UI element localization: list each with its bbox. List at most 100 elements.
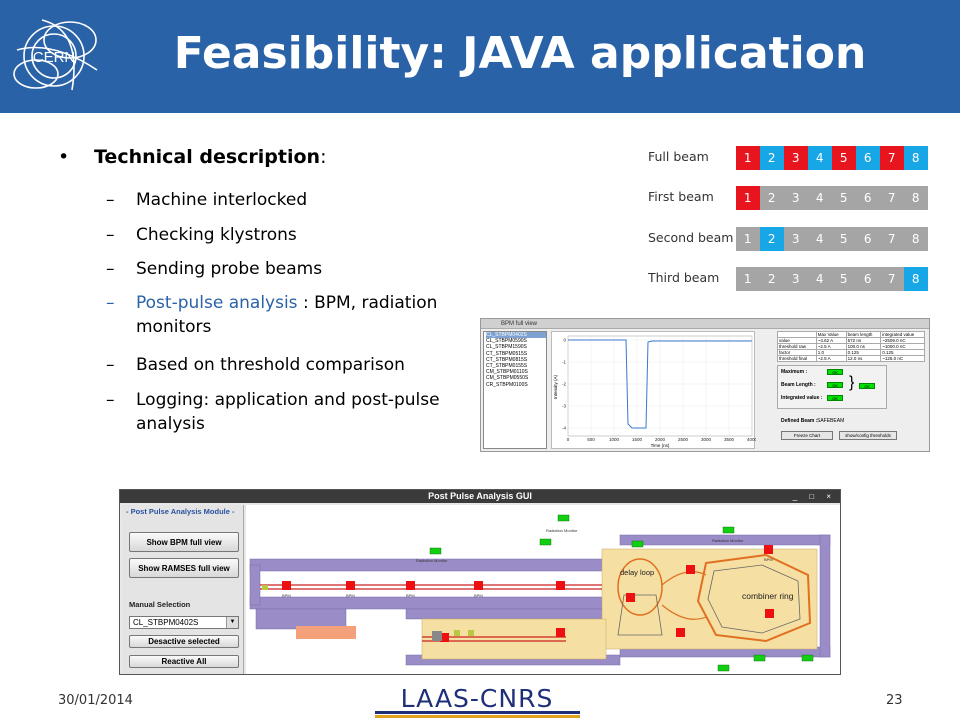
bunch-cell: 2 xyxy=(760,146,784,170)
threshold-cell: ~125.0 nC xyxy=(880,355,925,362)
bunch-cell: 3 xyxy=(784,227,808,251)
bunch-cell: 5 xyxy=(832,186,856,210)
x-tick-label: 2500 xyxy=(678,437,689,442)
show-thresholds-button[interactable]: show/config thresholds xyxy=(839,431,897,440)
highlight-text: Post-pulse analysis xyxy=(136,293,298,313)
bunch-cell: 7 xyxy=(880,186,904,210)
threshold-cell: 12.0 ns xyxy=(845,355,882,362)
bpm-label-1: BPM xyxy=(282,593,291,598)
bunch-cell: 6 xyxy=(856,146,880,170)
radiation-monitor-label: Radiation Monitor xyxy=(416,558,448,563)
slide-header: CERN Feasibility: JAVA application xyxy=(0,0,960,113)
bpm-list-item[interactable]: CR_STBPM0100S xyxy=(486,381,528,388)
y-tick-label: 0 xyxy=(563,338,566,343)
ok-integrated: OK xyxy=(827,395,843,401)
chart-ylabel: Intensity (A) xyxy=(553,374,558,399)
show-bpm-button[interactable]: Show BPM full view xyxy=(129,532,239,552)
bpm-select-value: CL_STBPM0402S xyxy=(133,618,199,627)
bunch-cell: 4 xyxy=(808,227,832,251)
bunch-cell: 6 xyxy=(856,267,880,291)
bpm-list-item[interactable]: CT_STBPM0515S xyxy=(486,350,528,357)
cern-logo: CERN xyxy=(13,19,98,91)
laas-cnrs-logo: LAAS-CNRS xyxy=(375,684,580,718)
deactive-selected-button[interactable]: Desactive selected xyxy=(129,635,239,648)
beam-row-label: Second beam xyxy=(648,230,734,245)
chevron-down-icon[interactable]: ▼ xyxy=(226,617,238,628)
bunch-cell: 2 xyxy=(760,267,784,291)
bunch-cell: 7 xyxy=(880,227,904,251)
bullet-dot-icon: • xyxy=(58,146,70,168)
y-tick-label: -4 xyxy=(562,426,566,431)
brace-icon: } xyxy=(849,374,855,391)
window-controls[interactable]: _ □ × xyxy=(792,492,836,501)
linac-gun xyxy=(432,631,442,641)
post-pulse-gui-window: Post Pulse Analysis GUI _ □ × - Post Pul… xyxy=(119,489,841,675)
combiner-ring-label: combiner ring xyxy=(742,591,794,601)
intensity-trace xyxy=(568,339,752,429)
bpm-select[interactable]: CL_STBPM0402S ▼ xyxy=(129,616,239,629)
accelerator-map[interactable]: delay loop combiner ring Radiation Monit… xyxy=(246,505,840,674)
laas-cnrs-logo-text: LAAS-CNRS xyxy=(401,684,554,713)
combiner-ring xyxy=(696,553,812,643)
x-tick-label: 4000 xyxy=(747,437,756,442)
x-tick-label: 1500 xyxy=(632,437,643,442)
radiation-monitor-label-3: Radiation Monitor xyxy=(712,538,744,543)
beam-row-label: First beam xyxy=(648,189,714,204)
delay-loop-ring xyxy=(617,558,663,616)
chart-xlabel: Time (ns) xyxy=(651,443,670,448)
bunch-cell: 4 xyxy=(808,186,832,210)
bpm-list-item[interactable]: CL_STBPM0590S xyxy=(486,338,527,345)
orange-block xyxy=(296,626,356,639)
delay-loop-label: delay loop xyxy=(620,568,654,577)
bunch-cell: 3 xyxy=(784,146,808,170)
sub-bullet-4-rest: : BPM, radiation monitors xyxy=(136,293,438,337)
bunch-cell: 5 xyxy=(832,267,856,291)
bunch-cell: 1 xyxy=(736,227,760,251)
beam-row-label: Full beam xyxy=(648,149,709,164)
bunch-cell: 4 xyxy=(808,267,832,291)
bunch-cell: 8 xyxy=(904,227,928,251)
bunch-cell: 3 xyxy=(784,267,808,291)
main-bullet-bold: Technical description xyxy=(94,146,321,168)
bpm-list-item[interactable]: CT_STBPM0155S xyxy=(486,363,528,370)
slide-number: 23 xyxy=(886,693,903,708)
bpm-list-item[interactable]: CM_STBPM0550S xyxy=(486,375,529,382)
reactive-all-button[interactable]: Reactive All xyxy=(129,655,239,668)
bpm-list-item[interactable]: CT_STBPM0815S xyxy=(486,356,528,363)
x-tick-label: 2000 xyxy=(655,437,666,442)
bpm-list-item[interactable]: CL_STBPM0402S xyxy=(486,332,546,339)
beam-row-label: Third beam xyxy=(648,270,720,285)
linac-zone xyxy=(421,618,607,660)
slide-title: Feasibility: JAVA application xyxy=(173,28,867,79)
bpm-list-item[interactable]: CM_STBPM0110S xyxy=(486,369,528,376)
bunch-cell: 1 xyxy=(736,186,760,210)
freeze-chart-button[interactable]: Freeze Chart xyxy=(781,431,833,440)
bpm-markers xyxy=(282,545,774,642)
bunch-cell: 7 xyxy=(880,146,904,170)
manual-selection-label: Manual Selection xyxy=(129,600,191,609)
x-tick-label: 500 xyxy=(587,437,595,442)
ok-maximum: OK xyxy=(827,369,843,375)
threshold-cell: ~2.5 A xyxy=(815,355,847,362)
gui-title-bar: Post Pulse Analysis GUI _ □ × xyxy=(120,490,840,503)
main-bullet-suffix: : xyxy=(320,146,327,168)
show-ramses-button[interactable]: Show RAMSES full view xyxy=(129,558,239,578)
bunch-cell: 3 xyxy=(784,186,808,210)
slide-date: 30/01/2014 xyxy=(58,693,133,708)
x-tick-label: 3500 xyxy=(724,437,735,442)
bpm-label-2: BPM xyxy=(346,593,355,598)
bpm-label-5: BPM xyxy=(764,557,773,562)
x-tick-label: 3000 xyxy=(701,437,712,442)
bpm-list-item[interactable]: CL_STBPM1590S xyxy=(486,344,527,351)
bunch-cell: 8 xyxy=(904,146,928,170)
combiner-zone xyxy=(601,548,818,650)
